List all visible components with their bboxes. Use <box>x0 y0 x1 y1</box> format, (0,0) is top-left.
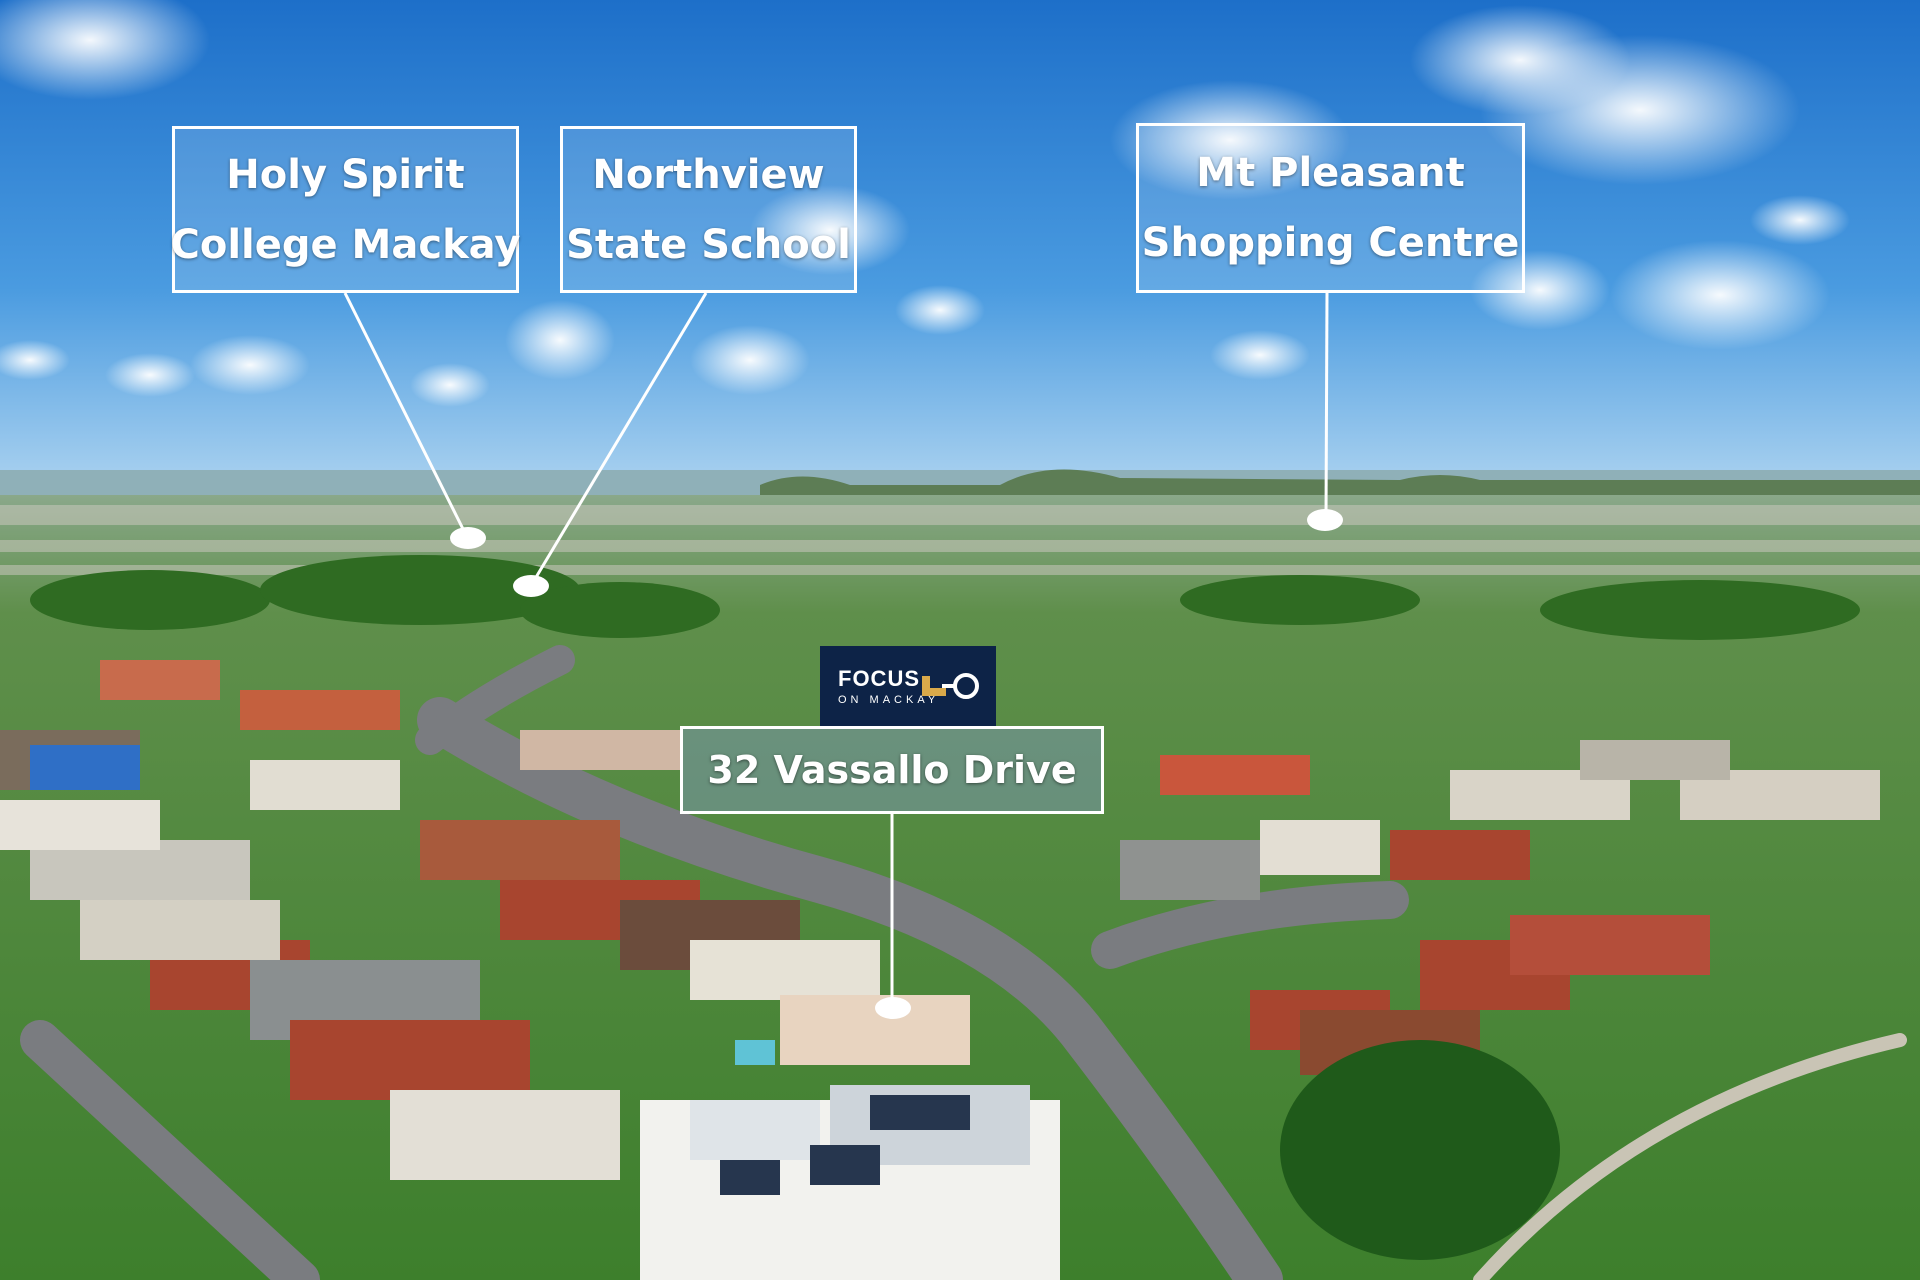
property-address-label: 32 Vassallo Drive <box>680 726 1104 814</box>
key-icon <box>922 673 979 699</box>
focus-on-mackay-logo: FOCUS ON MACKAY <box>820 646 996 726</box>
label-line-1: Mt Pleasant <box>1196 150 1465 196</box>
roads <box>20 645 1907 1280</box>
pointer-lines <box>343 292 1329 1005</box>
logo-tagline: ON MACKAY <box>838 694 940 706</box>
logo-brand: FOCUS <box>838 666 920 691</box>
label-line-2: Shopping Centre <box>1141 220 1520 266</box>
label-line-2: College Mackay <box>170 221 521 268</box>
featured-property <box>640 995 1060 1280</box>
houses-right <box>1120 740 1880 1075</box>
tree-band <box>30 555 1860 640</box>
label-line-1: Holy Spirit <box>226 151 465 198</box>
label-holy-spirit-college: Holy Spirit College Mackay <box>170 126 521 293</box>
large-tree <box>1280 1040 1560 1260</box>
label-line-1: Northview <box>592 151 825 198</box>
distant-hills <box>760 469 1920 500</box>
label-northview-state-school: Northview State School <box>560 126 857 293</box>
label-line-2: State School <box>566 221 851 268</box>
houses <box>0 660 880 1180</box>
clouds <box>0 0 1850 407</box>
pointer-dots <box>450 509 1343 1019</box>
label-mt-pleasant-shopping-centre: Mt Pleasant Shopping Centre <box>1136 123 1525 293</box>
